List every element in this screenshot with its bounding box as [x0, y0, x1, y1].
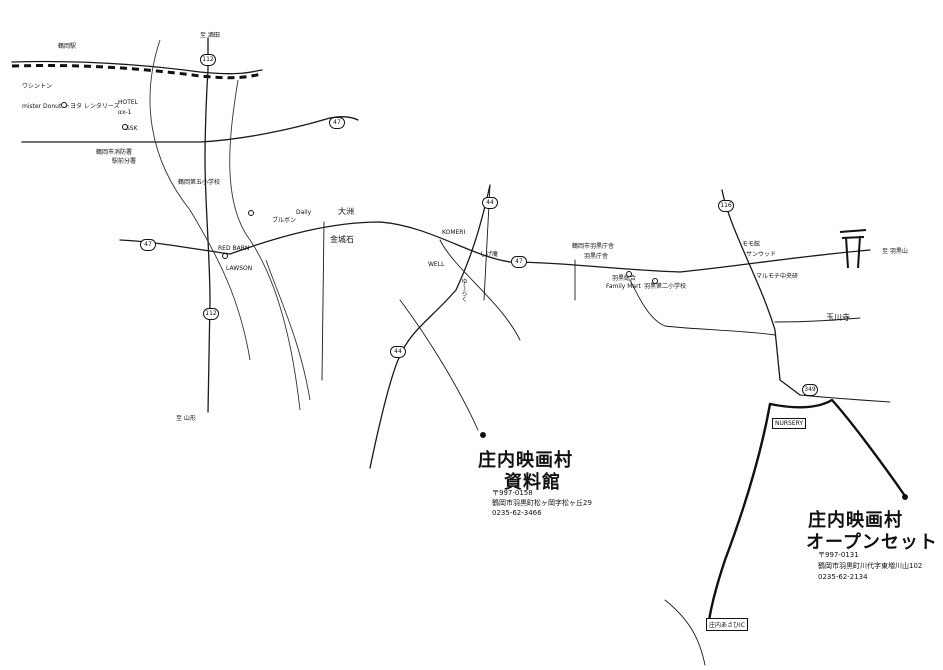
lawson-label: LAWSON — [226, 265, 253, 272]
hotel-name-label: αx-1 — [118, 109, 132, 116]
torii-icon — [839, 229, 867, 269]
elementary-label: 鶴岡第五小学校 — [178, 179, 221, 186]
route-44-shield: 44 — [390, 346, 406, 358]
city-office-label: 鶴岡市羽黒庁舎 — [572, 243, 615, 250]
ic-label: 庄内あさひIC — [706, 618, 748, 631]
ssk-label: SSK — [126, 125, 138, 132]
konan-label: 金城石 — [330, 235, 354, 244]
marumochi-label: マルモチ中央研 — [756, 273, 799, 280]
route-349-shield: 349 — [802, 384, 818, 396]
openset-title-line2: オープンセット — [806, 532, 938, 553]
fire-branch-label: 駅前分署 — [112, 158, 137, 165]
haguro-center-label: 羽黒総合 — [612, 275, 637, 282]
school-label: 羽黒第二小学校 — [644, 283, 687, 290]
route-116-shield: 116 — [718, 200, 734, 212]
bourbon-label: ブルボン — [272, 217, 297, 224]
poi-marker — [61, 102, 67, 108]
route-47-shield: 47 — [329, 117, 345, 129]
archive-marker — [480, 432, 486, 438]
hotel-label: HOTEL — [118, 99, 139, 106]
well-label: WELL — [428, 261, 445, 268]
openset-title-line1: 庄内映画村 — [808, 510, 903, 531]
openset-postal: 〒997-0131 — [818, 551, 859, 559]
railway-line — [11, 60, 263, 80]
archive-phone: 0235-62-3466 — [492, 509, 542, 517]
gyokusenji-label: 玉川寺 — [826, 313, 850, 322]
route-112-shield: 112 — [203, 308, 219, 320]
route-44-shield: 44 — [482, 197, 498, 209]
route-47-shield: 47 — [140, 239, 156, 251]
dest-south: 至 山形 — [176, 415, 196, 422]
family-mart-label: Family Mart — [606, 283, 641, 290]
momokan-label: モモ館 — [742, 241, 761, 248]
poi-marker — [122, 124, 128, 130]
dest-east: 至 羽黒山 — [882, 248, 908, 255]
fire-dept-label: 鶴岡市消防署 — [96, 149, 133, 156]
shops-label: ゆ〜らく — [460, 278, 467, 302]
archive-title-line2: 資料館 — [504, 472, 561, 493]
station-label: 鶴岡駅 — [58, 43, 77, 50]
openset-marker — [902, 494, 908, 500]
poi-marker — [248, 210, 254, 216]
washington-label: ワシントン — [22, 83, 53, 90]
mister-donut-label: mister Donut — [22, 103, 62, 110]
komeri-label: KOMERI — [442, 229, 466, 236]
route-112-shield: 112 — [200, 54, 216, 66]
archive-address: 鶴岡市羽黒町松ヶ岡字松ヶ丘29 — [492, 499, 592, 507]
haguro-office-label: 羽黒庁舎 — [584, 253, 609, 260]
poi-marker — [626, 271, 632, 277]
ohyama-label: 大洲 — [338, 207, 354, 216]
sunwood-label: サンウッド — [746, 251, 777, 258]
toyota-label: トヨタ レンタリース — [64, 103, 120, 110]
nursery-sign: NURSERY — [772, 418, 807, 429]
archive-postal: 〒997-0158 — [492, 489, 533, 497]
route-47-shield: 47 — [511, 256, 527, 268]
red-barn-label: RED BARN — [218, 245, 250, 252]
dest-north: 至 酒田 — [200, 32, 220, 39]
archive-title-line1: 庄内映画村 — [478, 450, 573, 471]
daily-label: Daily — [296, 209, 312, 216]
poi-marker — [222, 253, 228, 259]
openset-phone: 0235-62-2134 — [818, 573, 868, 581]
openset-address: 鶴岡市羽黒町川代字東増川山102 — [818, 562, 923, 570]
shigean-label: しげ庵 — [480, 251, 499, 258]
poi-marker — [652, 278, 658, 284]
